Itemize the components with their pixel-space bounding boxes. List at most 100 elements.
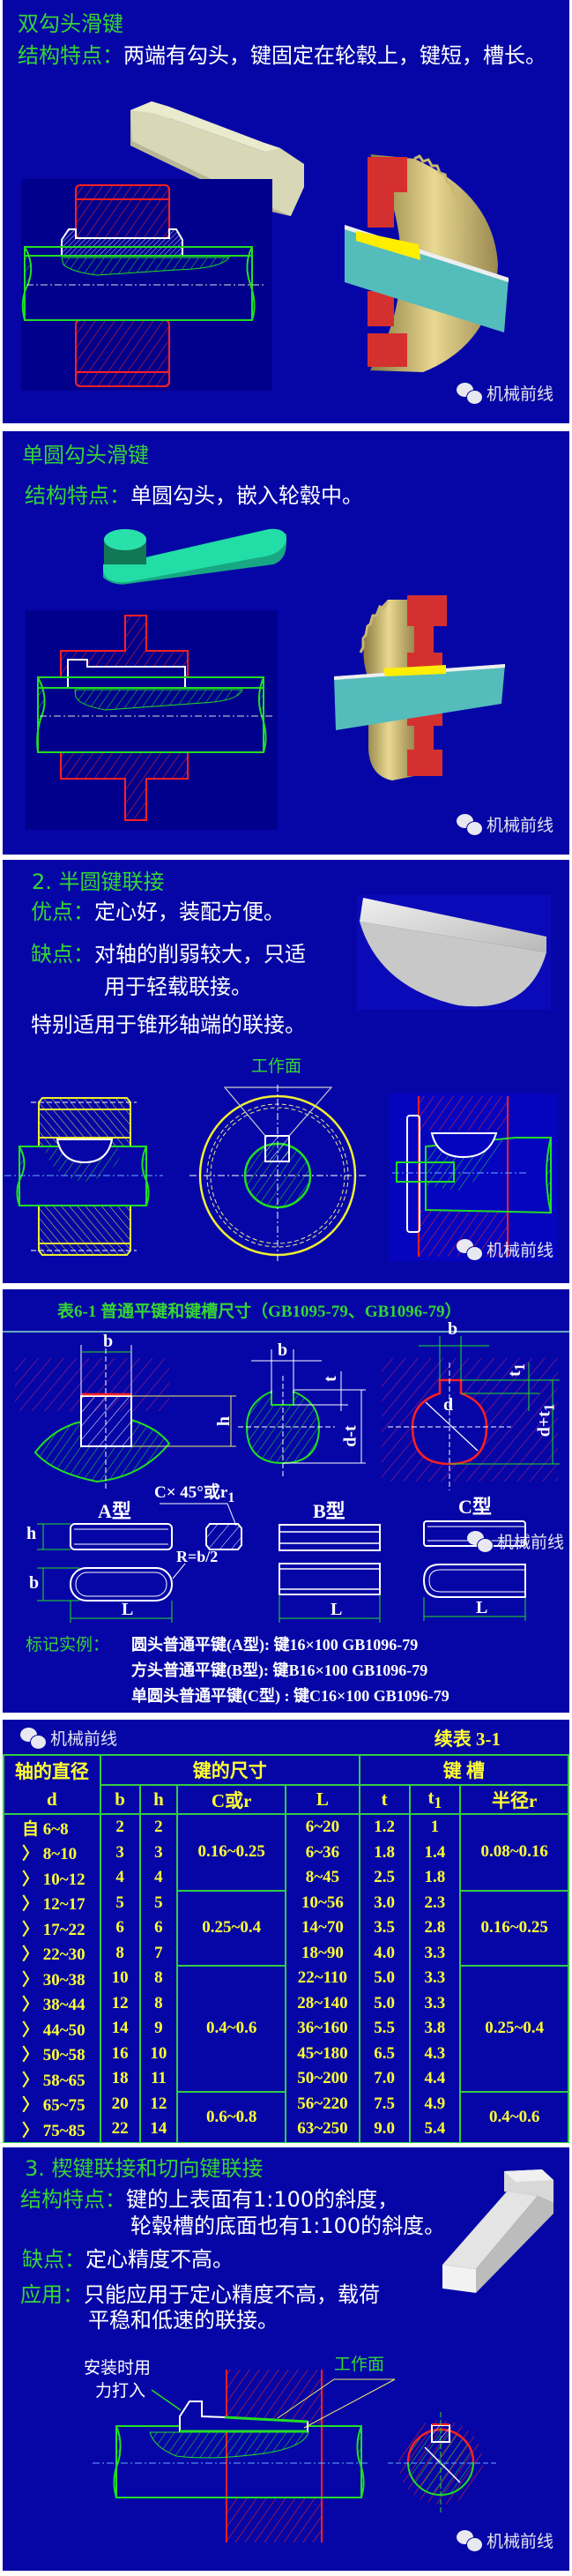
cell-key-length: 63~250 (284, 2117, 360, 2143)
gear-cutaway-3d (334, 595, 505, 780)
col-t1-subscript: 1 (434, 1794, 442, 1812)
cell-key-height: 2 (138, 1814, 179, 1841)
slide-double-hook-sliding-key: 双勾头滑键 结构特点：两端有勾头，键固定在轮毂上，键短，槽长。 机械前线 (3, 0, 569, 423)
cell-shaft-diameter: 〉 75~85 (3, 2117, 101, 2143)
feature-label: 结构特点： (25, 483, 130, 508)
cell-hub-depth-t1: 5.4 (408, 2117, 462, 2143)
watermark: 机械前线 (456, 2528, 553, 2552)
hub-shaft-front-view (4, 1097, 163, 1256)
cell-key-length: 36~160 (284, 2016, 360, 2042)
cell-shaft-diameter: 〉 10~12 (3, 1865, 101, 1891)
dim-label-b: b (448, 1319, 458, 1339)
col-t1: t1 (408, 1784, 462, 1815)
dim-label-L: L (331, 1600, 343, 1619)
cons-text-continued: 用于轻载联接。 (104, 974, 252, 999)
type-a-key-views (37, 1503, 242, 1623)
dim-label-L: L (122, 1600, 134, 1619)
slide-title: 3. 楔键联接和切向键联接 (25, 2156, 264, 2181)
t1-text: t (505, 1370, 524, 1377)
key-3d-model (442, 2169, 553, 2293)
cell-hub-depth-t1: 3.3 (408, 1966, 462, 1991)
slide-single-round-hook-key: 单圆勾头滑键 结构特点：单圆勾头，嵌入轮毂中。 机械前线 (3, 431, 569, 855)
key-3d-model (357, 895, 551, 1010)
cell-key-height: 5 (138, 1890, 179, 1915)
cell-shaft-depth-t: 2.5 (358, 1865, 411, 1891)
type-c-label: C型 (458, 1496, 492, 1518)
cell-shaft-depth-t: 6.5 (358, 2041, 411, 2066)
key-dimension-table: 轴的直径 键的尺寸 键 槽 d b h C或r L t t1 半径r 自 6~8… (3, 1754, 569, 2143)
slide-woodruff-key: 2. 半圆键联接 优点：定心好，装配方便。 缺点：对轴的削弱较大，只适 用于轻载… (3, 860, 569, 1283)
taper-key-section (93, 2370, 396, 2542)
cell-key-length: 56~220 (284, 2091, 360, 2117)
cell-key-height: 10 (138, 2041, 179, 2066)
wechat-icon (20, 1727, 47, 1750)
flat-key-dimension-drawings (3, 1331, 569, 1623)
cell-key-width: 22 (99, 2117, 141, 2143)
feature-line: 结构特点：单圆勾头，嵌入轮毂中。 (25, 483, 363, 509)
cons-text: 定心精度不高。 (85, 2247, 234, 2272)
shaft-keyseat-section (238, 1349, 366, 1477)
cell-shaft-diameter: 〉 50~58 (3, 2041, 101, 2066)
feature-label: 结构特点： (18, 43, 123, 68)
col-d: d (3, 1785, 101, 1815)
cons-label: 缺点： (31, 942, 94, 967)
cell-key-height: 4 (138, 1865, 179, 1891)
watermark-text: 机械前线 (496, 1533, 564, 1552)
cell-key-height: 8 (138, 1990, 179, 2016)
cell-key-height: 9 (138, 2016, 179, 2042)
dim-label-t1: t1 (505, 1363, 529, 1377)
d-plus-t-text: d+t (534, 1411, 554, 1437)
cell-key-width: 8 (99, 1940, 141, 1966)
table-caption: 续表 3-1 (434, 1729, 501, 1750)
wechat-icon (456, 1238, 483, 1261)
col-b: b (99, 1784, 141, 1815)
table-header-row: 轴的直径 键的尺寸 键 槽 (3, 1754, 569, 1786)
cell-hub-depth-t1: 4.3 (408, 2041, 462, 2066)
d-plus-t-subscript: 1 (540, 1403, 558, 1412)
cell-hub-depth-t1: 2.3 (408, 1890, 462, 1915)
cell-shaft-diameter: 〉 30~38 (3, 1966, 101, 1991)
cell-hub-depth-t1: 3.3 (408, 1940, 462, 1966)
hub-shaft-side-view (189, 1085, 366, 1261)
cell-key-width: 20 (99, 2091, 141, 2117)
cell-key-width: 5 (99, 1890, 141, 1915)
header-key-size: 键的尺寸 (99, 1754, 360, 1786)
chamfer-label: C× 45°或r1 (154, 1479, 234, 1506)
cell-shaft-diameter: 〉 12~17 (3, 1890, 101, 1915)
tapered-shaft-view (390, 1094, 557, 1261)
radius-label: R=b/2 (176, 1548, 219, 1565)
cell-shaft-depth-t: 7.5 (358, 2091, 411, 2117)
watermark: 机械前线 (456, 381, 553, 405)
cell-shaft-depth-t: 3.0 (358, 1890, 411, 1915)
watermark-text: 机械前线 (486, 1241, 553, 1260)
cell-key-width: 10 (99, 1966, 141, 1991)
col-radius: 半径r (459, 1784, 569, 1815)
cell-key-length: 18~90 (284, 1940, 360, 1966)
dim-label-b: b (103, 1332, 114, 1351)
dim-label-d-minus-t: d-t (340, 1425, 360, 1447)
cons-label: 缺点： (22, 2247, 85, 2272)
cell-key-length: 22~110 (284, 1966, 360, 1991)
dim-label-L: L (476, 1598, 488, 1617)
header-shaft-diameter: 轴的直径 (3, 1754, 101, 1785)
feature-text: 单圆勾头，嵌入轮毂中。 (130, 483, 363, 508)
cell-chamfer-range: 0.6~0.8 (176, 2090, 286, 2143)
col-t1-text: t (427, 1786, 435, 1808)
cell-key-width: 12 (99, 1990, 141, 2016)
cell-key-width: 2 (99, 1814, 141, 1841)
cell-key-length: 50~200 (284, 2066, 360, 2092)
feature-text-continued: 轮毂槽的底面也有1:100的斜度。 (130, 2214, 446, 2238)
pros-line: 优点：定心好，装配方便。 (31, 900, 285, 925)
slide-title: 表6-1 普通平键和键槽尺寸（GB1095-79、GB1096-79） (57, 1303, 462, 1321)
cell-key-height: 6 (138, 1915, 179, 1941)
cell-chamfer-range: 0.25~0.4 (176, 1889, 286, 1967)
cell-shaft-depth-t: 9.0 (358, 2117, 411, 2143)
cell-hub-depth-t1: 1.4 (408, 1840, 462, 1865)
type-b-label: B型 (313, 1500, 345, 1522)
wechat-icon (466, 1530, 494, 1553)
watermark: 机械前线 (456, 1237, 553, 1261)
